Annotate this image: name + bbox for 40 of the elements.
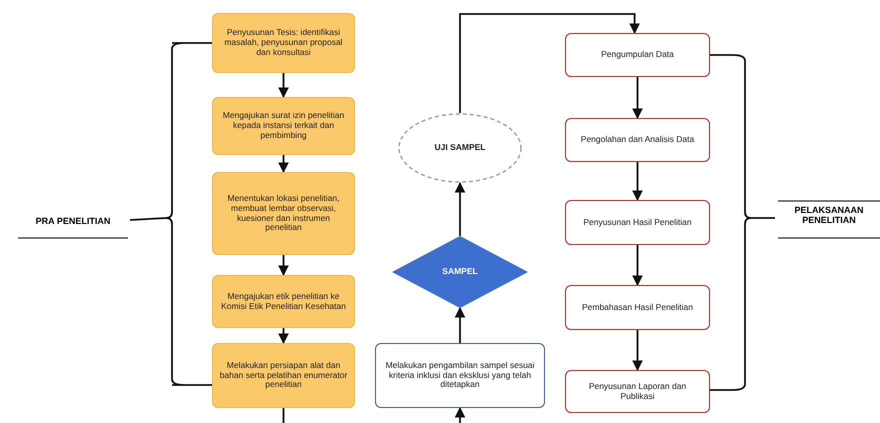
arrow <box>632 330 643 372</box>
process-box <box>565 33 710 77</box>
arrow <box>454 406 466 423</box>
node-text: Mengajukan etik penelitian ke Komisi Etik Penelitian Kesehatan <box>220 292 347 312</box>
process-box <box>212 13 355 73</box>
node-text: Pengumpulan Data <box>601 50 674 60</box>
arrow <box>632 162 643 202</box>
arrow <box>278 73 289 98</box>
arrow <box>632 245 643 286</box>
process-box <box>565 370 710 413</box>
dashed-ellipse <box>398 113 522 183</box>
node-text: UJI SAMPEL <box>434 143 486 153</box>
node-text: Melakukan pengambilan sampel sesuai kriteria inklusi dan eksklusi yang telah ditetapkan <box>384 360 536 390</box>
section-label: PRA PENELITIAN <box>34 216 112 226</box>
process-box <box>212 343 355 408</box>
arrow <box>459 13 640 113</box>
section-label: PELAKSANAAN PENELITIAN <box>793 205 864 225</box>
arrow <box>278 255 289 276</box>
arrow <box>278 328 289 344</box>
arrow <box>454 306 466 343</box>
arrow <box>454 182 466 236</box>
node-text: Pengolahan dan Analisis Data <box>580 135 694 145</box>
process-box <box>565 200 710 245</box>
node-text: Penyusunan Hasil Penelitian <box>583 218 692 228</box>
node-text: Menentukan lokasi penelitian, membuat lembar observasi, kuesioner dan instrumen penelitian <box>226 194 340 234</box>
process-box <box>375 343 545 408</box>
node-text: Penyusunan Tesis: identifikasi masalah, penyusunan proposal dan konsultasi <box>223 28 344 58</box>
node-text: Melakukan persiapan alat dan bahan serta pelatihan enumerator penelitian <box>219 360 348 390</box>
node-text: Penyusunan Laporan dan Publikasi <box>588 382 688 402</box>
arrow <box>278 155 289 174</box>
process-box <box>212 275 355 328</box>
process-box <box>565 285 710 330</box>
node-text: Pembahasan Hasil Penelitian <box>582 302 694 312</box>
decision-diamond <box>392 236 528 308</box>
node-text: Mengajukan surat izin penelitian kepada instansi terkait dan pembimbing <box>222 111 346 141</box>
process-box <box>212 97 355 155</box>
node-text: SAMPEL <box>442 267 478 277</box>
arrow <box>632 77 643 120</box>
process-box <box>212 172 355 255</box>
process-box <box>565 118 710 162</box>
